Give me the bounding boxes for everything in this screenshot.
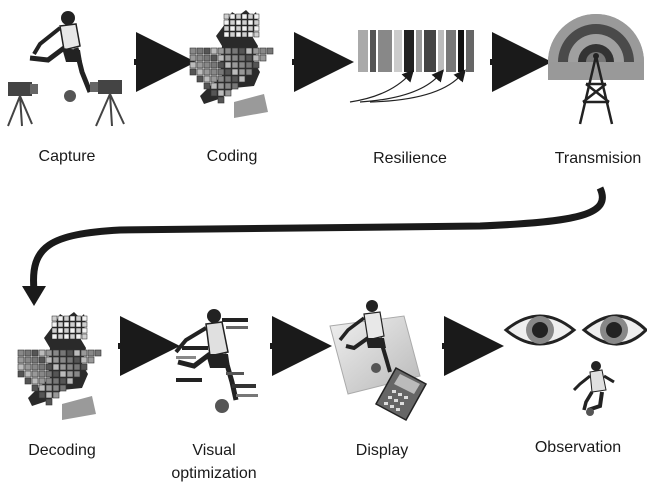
stage-label-transmission: Transmision (555, 150, 642, 167)
stage-label-coding: Coding (207, 148, 258, 165)
stage-label-resilience: Resilience (373, 150, 447, 167)
stage-label-optimization: optimization (171, 465, 256, 482)
player-motion-blur-icon (174, 309, 258, 413)
stage-label-observation: Observation (535, 439, 621, 456)
curved-connector-arrowhead (22, 286, 46, 306)
curved-connector-arrow (30, 186, 606, 291)
eyes-player-icon (503, 314, 647, 416)
stage-label-capture: Capture (39, 148, 96, 165)
display-phone-icon (329, 300, 428, 422)
pixelated-player-icon (17, 312, 102, 420)
stage-label-decoding: Decoding (28, 442, 96, 459)
pixelated-player-icon (189, 10, 274, 118)
radio-tower-icon (548, 14, 644, 125)
stage-label-display: Display (356, 442, 408, 459)
barcode-arrows-icon (349, 30, 474, 103)
soccer-player-cameras-icon (7, 11, 125, 127)
stage-label-visual: Visual (192, 442, 235, 459)
